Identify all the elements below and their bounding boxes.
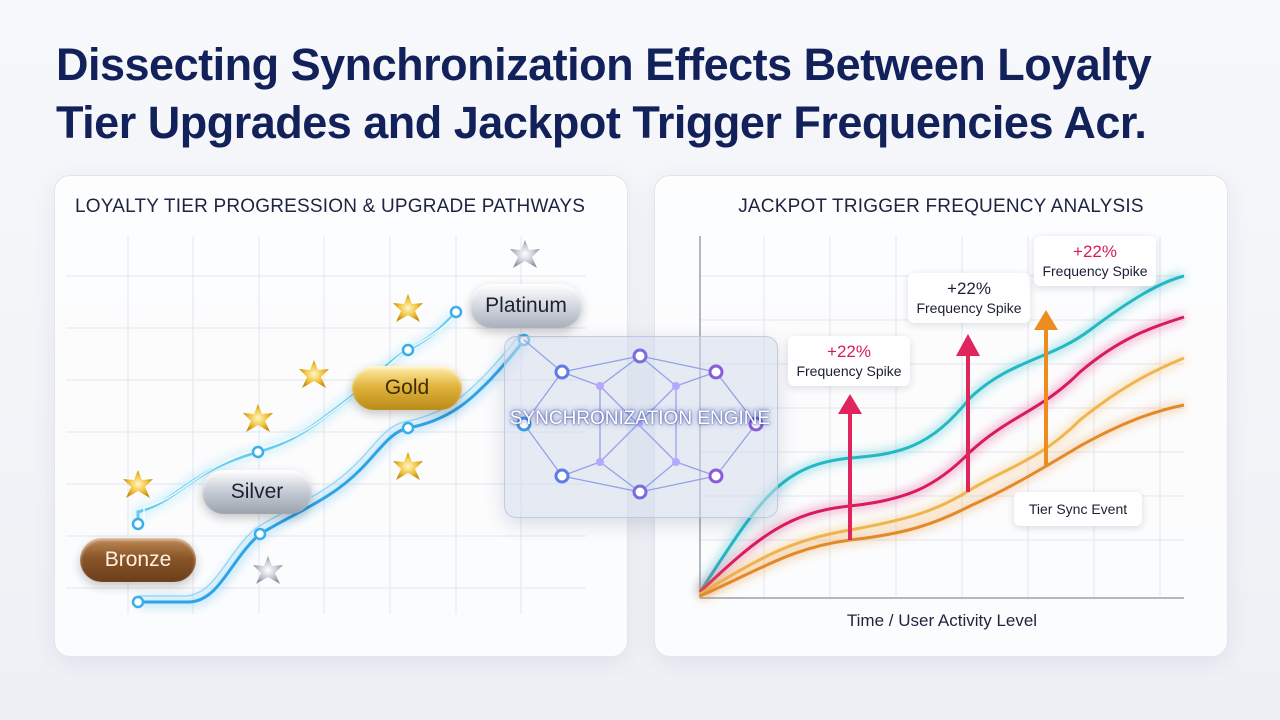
sparkle-star-icon bbox=[123, 470, 153, 498]
spike-label: Frequency Spike bbox=[916, 300, 1022, 316]
tier-badge-gold: Gold bbox=[352, 366, 462, 410]
engine-node-small bbox=[596, 382, 604, 390]
spike-percentage: +22% bbox=[827, 342, 871, 361]
pathway-node bbox=[401, 343, 415, 357]
page-title: Dissecting Synchronization Effects Betwe… bbox=[56, 36, 1236, 152]
engine-node bbox=[708, 364, 724, 380]
spike-percentage: +22% bbox=[1073, 242, 1117, 261]
spike-label: Frequency Spike bbox=[796, 363, 902, 379]
spike-percentage: +22% bbox=[947, 279, 991, 298]
sparkle-star-icon bbox=[299, 360, 329, 388]
series-orange bbox=[699, 403, 1185, 598]
engine-node-small bbox=[672, 458, 680, 466]
engine-node bbox=[554, 468, 570, 484]
pathway-node bbox=[251, 445, 265, 459]
engine-node bbox=[708, 468, 724, 484]
spike-arrow-3 bbox=[1034, 310, 1058, 466]
tier-panel-title: LOYALTY TIER PROGRESSION & UPGRADE PATHW… bbox=[75, 196, 586, 217]
engine-small-nodes bbox=[596, 382, 680, 466]
page-title-line-1: Dissecting Synchronization Effects Betwe… bbox=[56, 39, 1152, 90]
engine-node-small bbox=[672, 382, 680, 390]
engine-node bbox=[632, 348, 648, 364]
pathway-node bbox=[449, 305, 463, 319]
upgrade-pathway-lower bbox=[138, 333, 528, 607]
frequency-spike-callout: +22% Frequency Spike bbox=[908, 273, 1030, 323]
engine-node bbox=[632, 484, 648, 500]
tier-sync-event-label: Tier Sync Event bbox=[1014, 492, 1142, 526]
spike-label: Frequency Spike bbox=[1042, 263, 1148, 279]
sparkle-star-icon bbox=[393, 452, 423, 480]
frequency-spike-callout: +22% Frequency Spike bbox=[788, 336, 910, 386]
engine-label: SYNCHRONIZATION ENGINE bbox=[509, 408, 771, 429]
engine-node bbox=[516, 416, 532, 432]
engine-node bbox=[554, 364, 570, 380]
series-magenta bbox=[698, 315, 1185, 594]
pathway-node bbox=[131, 595, 145, 609]
spike-arrow-2 bbox=[956, 334, 980, 492]
x-axis-label: Time / User Activity Level bbox=[846, 611, 1038, 630]
pathway-node bbox=[131, 517, 145, 531]
series-teal bbox=[698, 274, 1185, 593]
sparkle-star-icon bbox=[253, 556, 283, 584]
frequency-spike-callout: +22% Frequency Spike bbox=[1034, 236, 1156, 286]
tier-badge-platinum: Platinum bbox=[470, 284, 582, 328]
engine-node-small bbox=[637, 421, 643, 427]
engine-node bbox=[748, 416, 764, 432]
sparkle-stars bbox=[123, 240, 540, 584]
sparkle-star-icon bbox=[393, 294, 423, 322]
sparkle-star-icon bbox=[243, 404, 273, 432]
pathway-node bbox=[401, 421, 415, 435]
sparkle-star-icon bbox=[510, 240, 540, 268]
engine-nodes bbox=[516, 348, 764, 500]
engine-node-small bbox=[596, 458, 604, 466]
tier-badge-bronze: Bronze bbox=[80, 538, 196, 582]
spike-arrows bbox=[838, 310, 1058, 540]
spike-arrow-1 bbox=[838, 394, 862, 540]
pathway-node bbox=[253, 527, 267, 541]
page-title-line-2: Tier Upgrades and Jackpot Trigger Freque… bbox=[56, 97, 1147, 148]
jackpot-panel-title: JACKPOT TRIGGER FREQUENCY ANALYSIS bbox=[738, 196, 1144, 217]
tier-badge-silver: Silver bbox=[202, 470, 312, 514]
